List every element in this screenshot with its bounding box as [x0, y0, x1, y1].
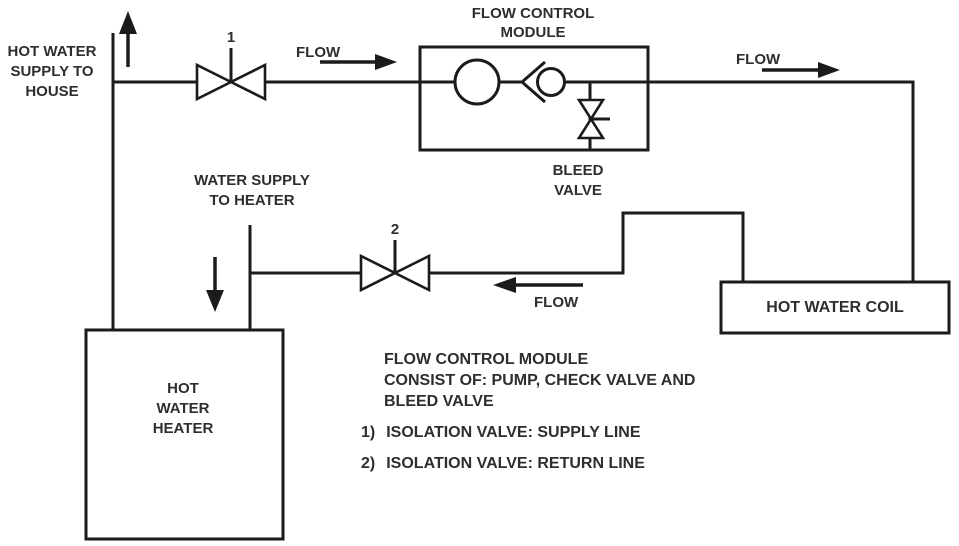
flow-return-label: FLOW [534, 294, 579, 311]
flow-supply-label: FLOW [296, 44, 341, 61]
hot-water-coil-label: HOT WATER COIL [766, 298, 904, 316]
bleed-valve-icon [576, 98, 606, 122]
supply-to-house-label: HOT WATER SUPPLY TO HOUSE [7, 43, 97, 100]
flow-right-arrow-icon [375, 54, 397, 70]
bleed-valve-icon [576, 116, 606, 140]
flow-right-arrow-icon [818, 62, 840, 78]
note-2-text: ISOLATION VALVE: RETURN LINE [386, 455, 645, 472]
pump-icon [453, 58, 501, 106]
pipe-return-line [250, 211, 745, 282]
module-title-label: FLOW CONTROL MODULE [471, 5, 595, 41]
isolation-valve-1-icon [195, 62, 234, 102]
note-1-text: ISOLATION VALVE: SUPPLY LINE [386, 424, 641, 441]
isolation-valve-2-icon [392, 253, 431, 293]
isolation-valve-1-icon [228, 62, 267, 102]
module-note: FLOW CONTROL MODULE CONSIST OF: PUMP, CH… [384, 351, 696, 410]
note-2: 2) ISOLATION VALVE: RETURN LINE [361, 455, 645, 473]
valve-1-number: 1 [226, 29, 236, 46]
pipe-supply-main-right [565, 80, 915, 283]
water-supply-to-heater-label: WATER SUPPLY TO HEATER [194, 172, 310, 209]
flow-outlet-label: FLOW [736, 51, 781, 68]
note-1-number: 1) [361, 424, 376, 441]
note-1: 1) ISOLATION VALVE: SUPPLY LINE [361, 424, 641, 442]
check-valve-seat-icon [519, 60, 546, 104]
hot-water-heater-label: HOT WATER HEATER [152, 380, 214, 437]
hot-water-heater-box [84, 328, 285, 541]
bleed-valve-label: BLEED VALVE [552, 162, 604, 199]
hot-water-coil-box [719, 280, 951, 335]
valve-2-number: 2 [390, 221, 400, 238]
flow-control-module-box [418, 45, 650, 152]
note-2-number: 2) [361, 455, 376, 472]
check-valve-circle-icon [536, 67, 566, 97]
isolation-valve-2-icon [359, 253, 398, 293]
flow-left-arrow-icon [493, 277, 516, 293]
down-arrow-icon [206, 290, 224, 312]
up-arrow-icon [119, 11, 137, 34]
